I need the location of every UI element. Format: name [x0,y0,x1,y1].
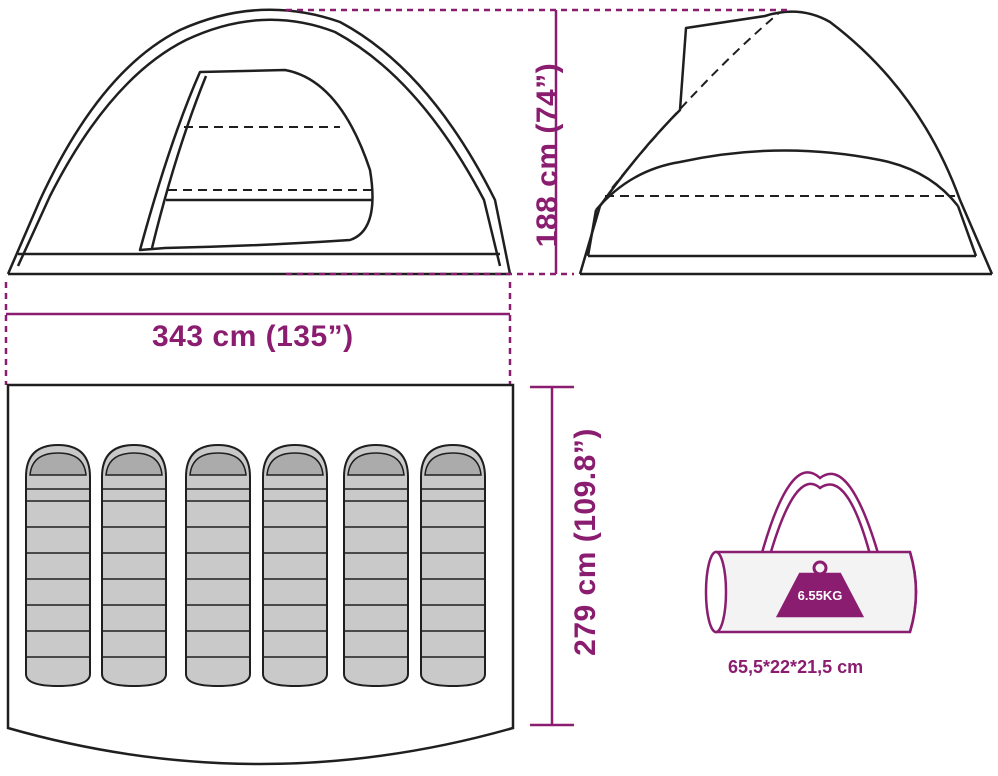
bag-size-label: 65,5*22*21,5 cm [728,657,864,677]
depth-label: 279 cm (109.8”) [569,428,602,656]
depth-dimension-lines [530,385,574,727]
sleeping-bag-icon [101,443,167,688]
side-dashed-lines [605,11,955,197]
height-label: 188 cm (74”) [531,62,564,248]
sleeping-bag-icon [185,443,251,688]
sleeping-bags [25,443,486,688]
weight-icon [775,572,865,618]
height-dimension-lines [286,8,790,276]
tent-front-view [6,8,512,276]
sleeping-bag-icon [420,443,486,688]
door-dashed-lines [168,126,372,191]
weight-label: 6.55KG [797,588,843,603]
sleeping-bag-icon [262,443,328,688]
width-label: 343 cm (135”) [152,320,354,353]
width-dimension-lines [4,282,512,385]
sleeping-bag-icon [25,443,91,688]
carry-bag-icon [704,471,918,634]
sleeping-bag-icon [343,443,409,688]
tent-side-view [578,10,994,276]
